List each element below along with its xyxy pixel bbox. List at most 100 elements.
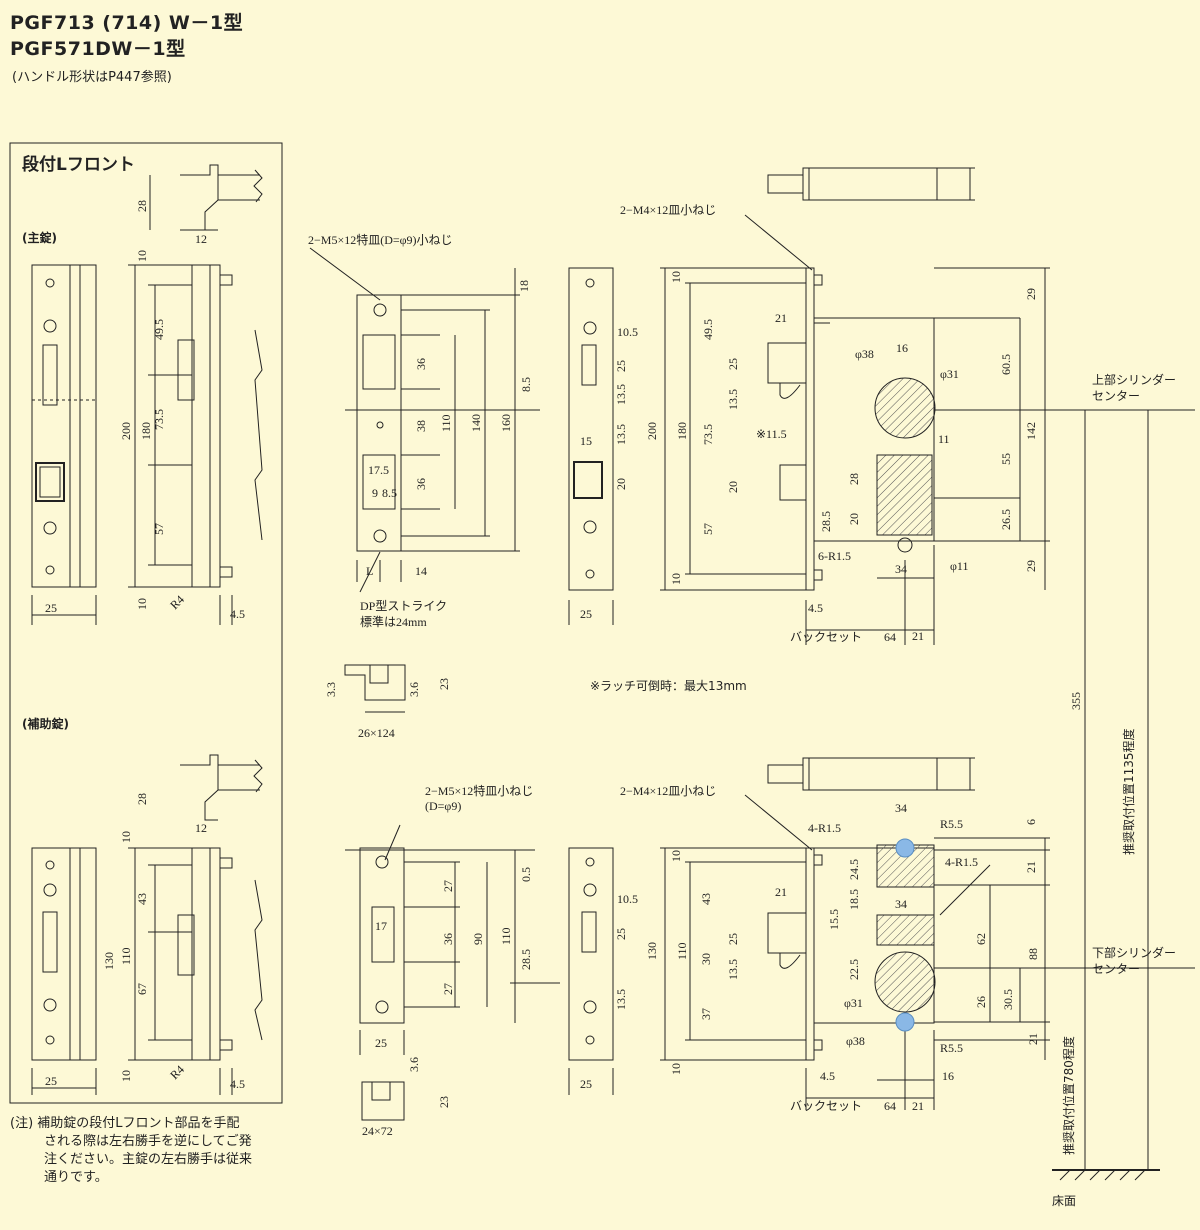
latch-note: ※ラッチ可倒時：最大13mm <box>590 679 747 693</box>
dim-label: 8.5 <box>519 377 533 392</box>
dim-label: φ31 <box>940 367 959 381</box>
dim-label: 6-R1.5 <box>818 549 851 563</box>
screw-label-bottom-1b: (D=φ9) <box>425 799 461 813</box>
dim-label: 34 <box>895 562 907 576</box>
dim-label: 16 <box>942 1069 954 1083</box>
dim-label: 10 <box>669 1063 683 1075</box>
dim-label: 22.5 <box>847 959 861 980</box>
dim-label: 73.5 <box>701 424 715 445</box>
front-plate-main <box>31 264 97 588</box>
profile-top-main <box>180 164 219 231</box>
dim-label: 10 <box>119 831 133 843</box>
note-line: (注) 補助錠の段付Lフロント部品を手配 <box>10 1116 240 1131</box>
dim-label: 16 <box>896 341 908 355</box>
dim-label: 49.5 <box>701 319 715 340</box>
dim-label: 180 <box>675 422 689 440</box>
dim-label: 142 <box>1024 422 1038 440</box>
dim-label: 57 <box>152 523 166 535</box>
dim-label: 180 <box>139 422 153 440</box>
dim-label: 18 <box>517 280 531 292</box>
subtitle: (ハンドル形状はP447参照) <box>12 70 172 85</box>
dim-label: 20 <box>726 481 740 493</box>
dim-label: 37 <box>699 1008 713 1020</box>
lock-face-top <box>805 267 815 591</box>
dim-label: 13.5 <box>614 989 628 1010</box>
dim-label: 25 <box>726 933 740 945</box>
dim-label: 25 <box>580 607 592 621</box>
cylinder-center-bottom-2: センター <box>1092 962 1140 976</box>
dim-label: 25 <box>45 1074 57 1088</box>
pin-hole-top <box>895 838 915 858</box>
left-panel-title: 段付Lフロント <box>22 154 135 175</box>
dim-label: R4 <box>167 592 187 612</box>
dim-label: 27 <box>441 983 455 995</box>
dim-label: 3.6 <box>407 1057 421 1072</box>
dim-label: 21 <box>775 311 787 325</box>
dim-label: R5.5 <box>940 1041 963 1055</box>
screw-label-top-2: 2−M4×12皿小ねじ <box>620 203 716 217</box>
dim-label: 28 <box>135 200 149 212</box>
dim-label: 13.5 <box>614 424 628 445</box>
dim-label: 21 <box>912 629 924 643</box>
strike-label-1: DP型ストライク <box>360 599 447 613</box>
cylinder-center-top-1: 上部シリンダー <box>1092 372 1176 387</box>
front-plate-top <box>568 267 614 591</box>
dim-label: 140 <box>469 414 483 432</box>
dim-label: 21 <box>1026 1033 1040 1045</box>
dim-label: ※11.5 <box>756 427 787 441</box>
dim-label: 29 <box>1024 560 1038 572</box>
dim-label: 10.5 <box>617 325 638 339</box>
dim-label: 36 <box>441 933 455 945</box>
left-panel-frame <box>9 142 283 1104</box>
dim-label: 110 <box>499 927 513 945</box>
dim-label: 43 <box>699 893 713 905</box>
dim-label: 21 <box>912 1099 924 1113</box>
cylinder-center-top-2: センター <box>1092 389 1140 403</box>
dim-label: 130 <box>102 952 116 970</box>
dim-label: 88 <box>1026 948 1040 960</box>
footnote: (注) 補助錠の段付Lフロント部品を手配 される際は左右勝手を逆にしてご発 注く… <box>10 1115 295 1187</box>
dim-label: 18.5 <box>847 889 861 910</box>
dim-label: 55 <box>999 453 1013 465</box>
dim-label: φ11 <box>950 559 968 573</box>
dim-label: 110 <box>439 414 453 432</box>
dim-label: 160 <box>499 414 513 432</box>
strike-plate-bottom <box>359 847 405 1024</box>
dim-label: 64 <box>884 1099 896 1113</box>
dim-label: 62 <box>974 933 988 945</box>
dim-label: 30.5 <box>1001 989 1015 1010</box>
dim-label: 34 <box>895 897 907 911</box>
dim-label: 28 <box>847 473 861 485</box>
dim-label: 24×72 <box>362 1124 393 1138</box>
position-1135: 推奨取付位置1135程度 <box>1121 728 1136 855</box>
dim-label: 4-R1.5 <box>808 821 841 835</box>
dim-label: 28 <box>135 793 149 805</box>
dim-label: 11 <box>938 432 950 446</box>
dim-label: 90 <box>471 933 485 945</box>
note-line: 注ください。主錠の左右勝手は従来 <box>44 1152 253 1167</box>
cylinder-center-bottom-1: 下部シリンダー <box>1092 945 1176 960</box>
dim-label: 43 <box>135 893 149 905</box>
dim-label: 13.5 <box>726 959 740 980</box>
dim-label: 34 <box>895 801 907 815</box>
dim-label: φ31 <box>844 996 863 1010</box>
dim-label: 49.5 <box>152 319 166 340</box>
dim-label: 10.5 <box>617 892 638 906</box>
cylinder-hole-top <box>874 377 936 439</box>
note-line: される際は左右勝手を逆にしてご発 <box>44 1134 252 1149</box>
dim-label: R5.5 <box>940 817 963 831</box>
pin-hole-bottom <box>895 1012 915 1032</box>
dim-label: 15.5 <box>827 909 841 930</box>
dim-label: 4-R1.5 <box>945 855 978 869</box>
dim-label: 25 <box>45 601 57 615</box>
dim-label: φ38 <box>855 347 874 361</box>
dim-label: 28.5 <box>519 949 533 970</box>
dim-label: 4.5 <box>230 607 245 621</box>
dim-label: 8.5 <box>382 486 397 500</box>
strike-label-2: 標準は24mm <box>360 614 427 629</box>
dim-label: 4.5 <box>820 1069 835 1083</box>
dim-label: 21 <box>775 885 787 899</box>
dim-label: 20 <box>614 478 628 490</box>
dim-label: 25 <box>614 928 628 940</box>
backset-label-bottom: バックセット <box>790 1099 862 1113</box>
